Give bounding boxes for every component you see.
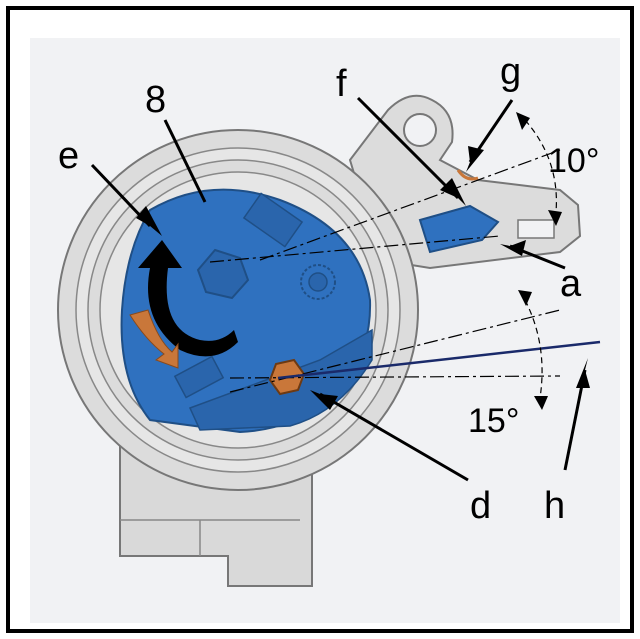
tensioner-body (120, 188, 373, 434)
label-8: 8 (145, 79, 166, 121)
angle-arrowhead (548, 210, 562, 226)
label-a: a (560, 263, 582, 305)
label-angle-top: 10° (548, 142, 599, 180)
mark-g (456, 169, 479, 181)
label-d: d (470, 485, 491, 527)
label-h: h (544, 485, 565, 527)
label-angle-bottom: 15° (468, 402, 519, 440)
rotation-arrow (138, 240, 238, 357)
pointer-tab (418, 204, 500, 254)
angle-arrowhead (534, 396, 548, 410)
mounting-plate-detail (120, 519, 300, 556)
bracket-hole (403, 113, 437, 147)
reference-lines (209, 119, 601, 399)
label-e: e (58, 135, 79, 177)
angle-arrowhead (516, 112, 530, 130)
angle-arrowhead (518, 290, 532, 306)
bracket-slot (517, 219, 555, 239)
leader-arrowheads (136, 146, 590, 410)
orange-arrow (129, 309, 179, 369)
label-g: g (500, 51, 521, 93)
label-f: f (336, 63, 347, 105)
